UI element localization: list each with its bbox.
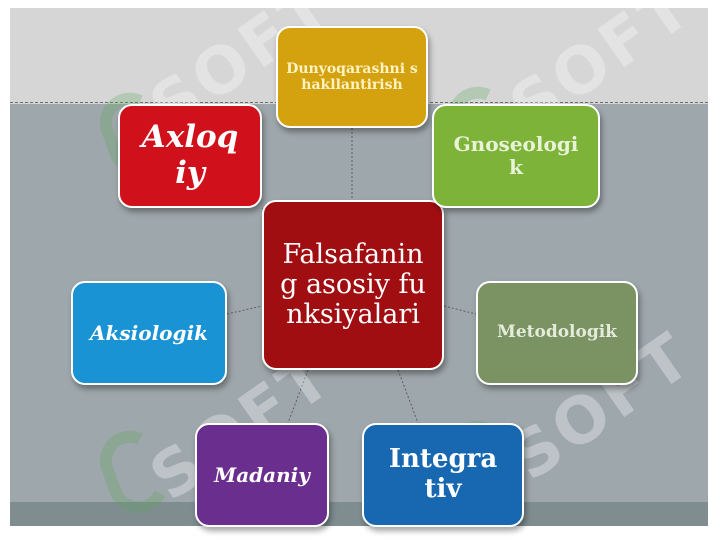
connector-metodologik [443, 305, 477, 315]
center-node-label: Falsafaning asosiy funksiyalari [280, 238, 426, 331]
node-madaniy: Madaniy [195, 423, 329, 527]
node-dunyoqarashni: Dunyoqarashni shakllantirish [276, 26, 428, 128]
node-label: Integrativ [388, 444, 498, 504]
node-axloqiy: Axloqiy [118, 104, 262, 208]
node-label: Madaniy [214, 462, 310, 487]
connector-aksiologik [226, 305, 263, 315]
connector-madaniy [287, 369, 309, 424]
node-aksiologik: Aksiologik [71, 281, 227, 385]
node-label: Axloqiy [141, 119, 239, 191]
node-label: Metodologik [497, 322, 617, 343]
node-label: Aksiologik [90, 320, 208, 345]
node-label: Gnoseologik [453, 132, 579, 179]
connector-integrativ [397, 369, 419, 424]
node-integrativ: Integrativ [362, 423, 524, 527]
node-label: Dunyoqarashni shakllantirish [286, 60, 418, 93]
node-metodologik: Metodologik [476, 281, 638, 385]
footer-band [10, 502, 708, 526]
center-node: Falsafaning asosiy funksiyalari [262, 200, 444, 370]
node-gnoseologik: Gnoseologik [432, 104, 600, 208]
